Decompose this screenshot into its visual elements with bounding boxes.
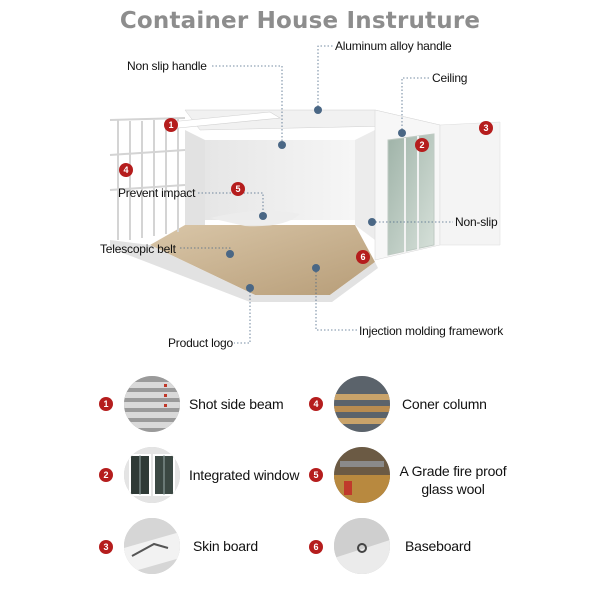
marker-2: 2 — [415, 138, 429, 152]
container-floor — [150, 225, 375, 295]
container-left-wall — [185, 130, 205, 240]
feature-4-label: Coner column — [402, 396, 487, 412]
marker-6: 6 — [356, 250, 370, 264]
callout-aluminum-handle: Aluminum alloy handle — [335, 39, 452, 53]
feature-5-label: A Grade fire proof glass wool — [399, 463, 507, 497]
container-illustration — [109, 45, 501, 344]
callout-ceiling: Ceiling — [432, 71, 468, 85]
feature-3-label: Skin board — [193, 538, 258, 554]
baseboard-photo — [334, 518, 390, 574]
window-photo — [124, 447, 180, 503]
balcony-rails — [109, 117, 186, 240]
callout-non-slip-handle: Non slip handle — [127, 59, 207, 73]
marker-4: 4 — [119, 163, 133, 177]
container-right-wall — [355, 130, 375, 240]
marker-5: 5 — [231, 182, 245, 196]
callout-non-slip: Non-slip — [455, 215, 498, 229]
container-back-wall — [205, 140, 355, 220]
callout-prevent-impact: Prevent impact — [118, 186, 196, 200]
steel-beams-photo — [124, 376, 180, 432]
feature-6-number: 6 — [309, 540, 323, 554]
skin-board-photo — [124, 518, 180, 574]
column-photo — [334, 376, 390, 432]
floor-skirt — [110, 240, 378, 302]
marker-3: 3 — [479, 121, 493, 135]
feature-5-number: 5 — [309, 468, 323, 482]
feature-4-number: 4 — [309, 397, 323, 411]
page-title: Container House Instruture — [119, 8, 481, 34]
callout-telescopic-belt: Telescopic belt — [100, 242, 176, 256]
feature-6-label: Baseboard — [405, 538, 471, 554]
feature-2-label: Integrated window — [189, 467, 300, 483]
callout-injection-molding: Injection molding framework — [359, 324, 503, 338]
callout-product-logo: Product logo — [168, 336, 233, 350]
marker-1: 1 — [164, 118, 178, 132]
glass-wool-photo — [334, 447, 390, 503]
feature-1-number: 1 — [99, 397, 113, 411]
glass-door — [387, 133, 435, 256]
feature-2-number: 2 — [99, 468, 113, 482]
anchor-dots — [226, 106, 406, 292]
feature-1-label: Shot side beam — [189, 396, 284, 412]
feature-3-number: 3 — [99, 540, 113, 554]
